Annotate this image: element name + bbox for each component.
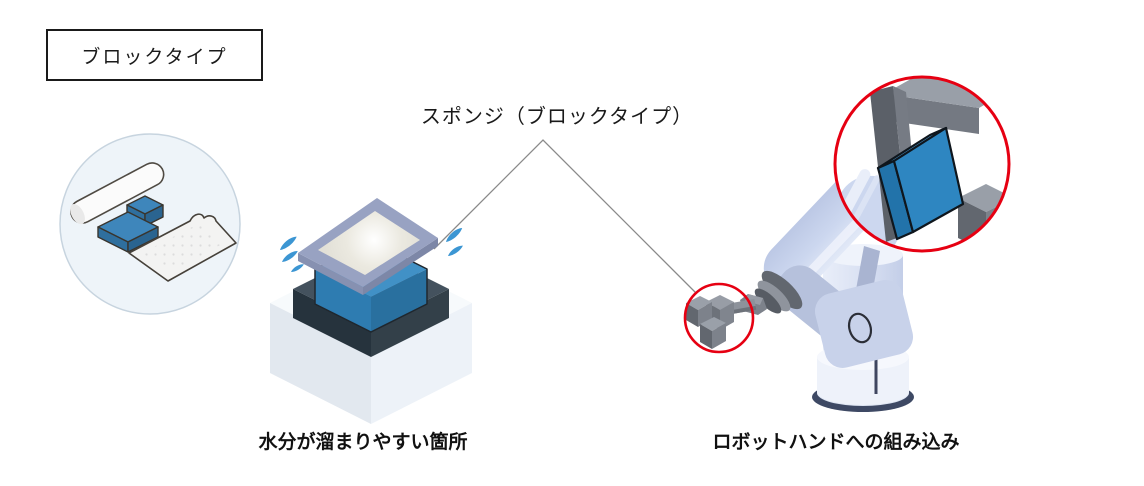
leader-lines	[433, 139, 697, 294]
title-box: ブロックタイプ	[46, 29, 263, 81]
caption-moisture-spot: 水分が溜まりやすい箇所	[258, 432, 468, 453]
robot-arm-icon	[683, 136, 917, 412]
gripper-icon	[686, 295, 734, 349]
magnified-view-circle	[833, 75, 1011, 253]
caption-robot-hand: ロボットハンドへの組み込み	[712, 432, 960, 453]
magnified-view-ring	[833, 75, 1011, 253]
splash-icon	[446, 228, 463, 256]
gripper-callout-circle	[683, 282, 755, 354]
roller-sponge-icon	[70, 162, 165, 225]
robot-joint-plate	[814, 280, 914, 368]
title-label: ブロックタイプ	[81, 46, 228, 68]
sponge-variants-circle	[59, 133, 241, 315]
splash-icon	[280, 236, 304, 273]
cover-plate	[298, 198, 438, 295]
moisture-spot-illustration	[270, 198, 472, 424]
sheet-sponge-icon	[128, 213, 237, 282]
magnified-sponge-block	[876, 126, 965, 241]
sponge-callout-label: スポンジ（ブロックタイプ）	[420, 106, 694, 128]
block-sponge-icon	[97, 211, 159, 253]
